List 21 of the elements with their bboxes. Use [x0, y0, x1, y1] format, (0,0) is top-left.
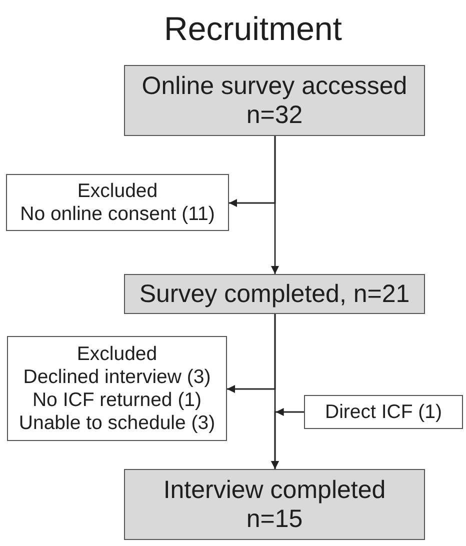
- box-text: Excluded: [77, 180, 158, 202]
- arrow: [271, 314, 279, 469]
- exclusion-box: [7, 336, 227, 441]
- box-text: Online survey accessed: [142, 72, 408, 100]
- box-text: Excluded: [76, 342, 158, 366]
- box-text: n=32: [246, 100, 303, 130]
- box-text: No ICF returned (1): [32, 388, 202, 412]
- box-text: Survey completed, n=21: [139, 280, 410, 308]
- process-box: [124, 469, 425, 540]
- process-box: [124, 65, 425, 136]
- box-text: Declined interview (3): [23, 366, 211, 388]
- box-text: Direct ICF (1): [325, 400, 442, 424]
- title: Recruitment: [164, 10, 342, 48]
- arrow: [271, 136, 279, 274]
- box-text: Interview completed: [163, 476, 386, 504]
- exclusion-box: [6, 174, 229, 231]
- process-box: [124, 274, 425, 314]
- side-box: [304, 395, 463, 429]
- box-text: No online consent (11): [20, 202, 215, 226]
- box-text: n=15: [246, 504, 303, 534]
- box-text: Unable to schedule (3): [18, 412, 216, 434]
